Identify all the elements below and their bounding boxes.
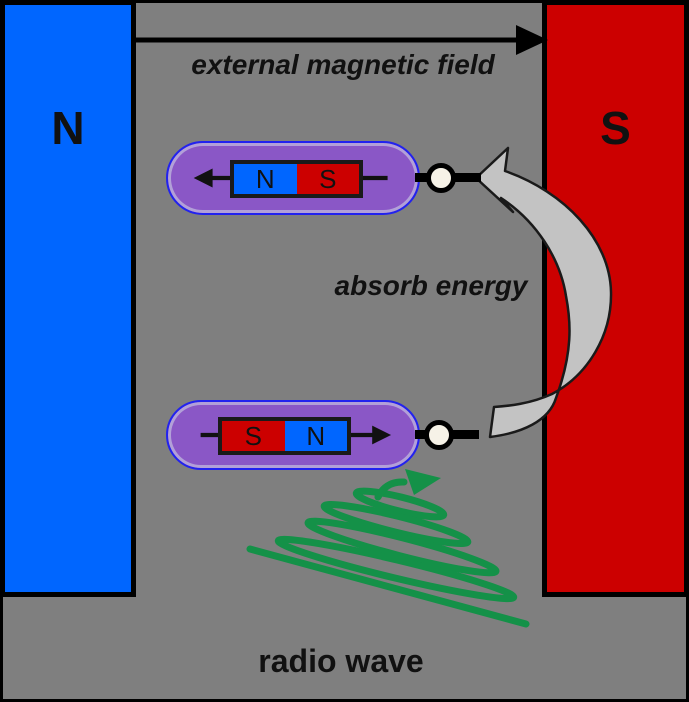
north-pole-block: N [3,3,136,597]
spin-upper-north-half: N [234,164,297,194]
spin-lower-axle-left [415,430,429,439]
spin-lower-south-half: S [222,421,285,451]
radio-wave-label: radio wave [258,643,424,679]
spin-upper-south-label: S [319,164,337,194]
radio-wave-coil-icon [246,478,530,628]
spin-lower-bar-magnet: S N [218,417,351,455]
spin-upper-north-label: N [255,164,275,194]
spin-lower-north-half: N [284,421,347,451]
north-pole-label: N [51,102,85,154]
spin-lower-capsule: S N [166,400,420,470]
spin-upper-axle-left [415,173,429,182]
spin-lower-south-label: S [244,421,262,451]
spin-lower-pivot-knob [424,420,454,450]
field-label: external magnetic field [191,49,495,80]
spin-upper-south-half: S [296,164,359,194]
spin-upper-capsule: N S [166,141,420,215]
absorb-energy-label: absorb energy [334,270,528,301]
spin-lower-north-label: N [306,421,326,451]
spin-lower-axle-right [451,430,479,439]
spin-upper-bar-magnet: N S [230,160,363,198]
spin-upper-axle-right [453,173,481,182]
south-pole-label: S [600,102,631,154]
spin-upper-pivot-knob [426,163,456,193]
radio-wave-arrowhead-icon [405,469,441,495]
south-pole-block: S [542,3,686,597]
